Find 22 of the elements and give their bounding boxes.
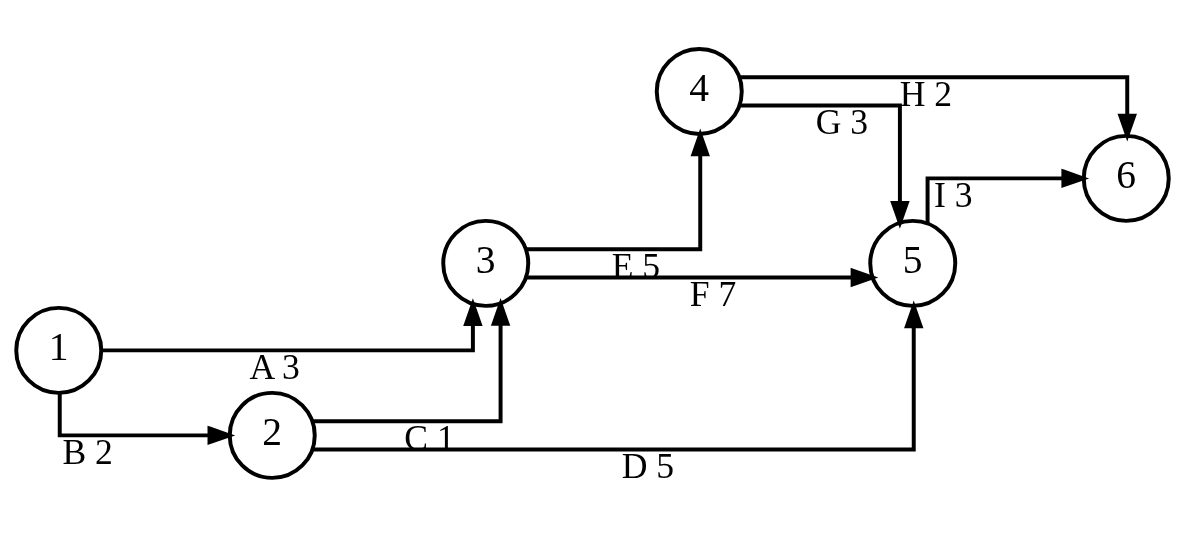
arrow [526,128,710,251]
node-circle: 2 [227,390,317,480]
arrow [312,297,511,423]
edge-label: D 5 [621,445,675,486]
node-circle: 1 [14,305,104,395]
edge-label: H 2 [899,73,953,114]
node-circle: 6 [1081,133,1171,223]
arrow [925,168,1090,223]
edge-label: G 3 [815,101,869,142]
node-circle: 4 [654,46,744,136]
node-circle: 5 [868,218,958,308]
edge-label: B 2 [62,431,113,472]
arrow [525,267,879,287]
arrow [739,74,1137,141]
edge-label: I 3 [933,174,973,215]
edge-label: A 3 [249,346,300,387]
arrow [57,392,236,445]
arrow [101,297,483,352]
node-circle: 3 [441,218,531,308]
edge-label: F 7 [689,273,737,314]
arrow [312,300,924,452]
arrow [739,103,910,229]
